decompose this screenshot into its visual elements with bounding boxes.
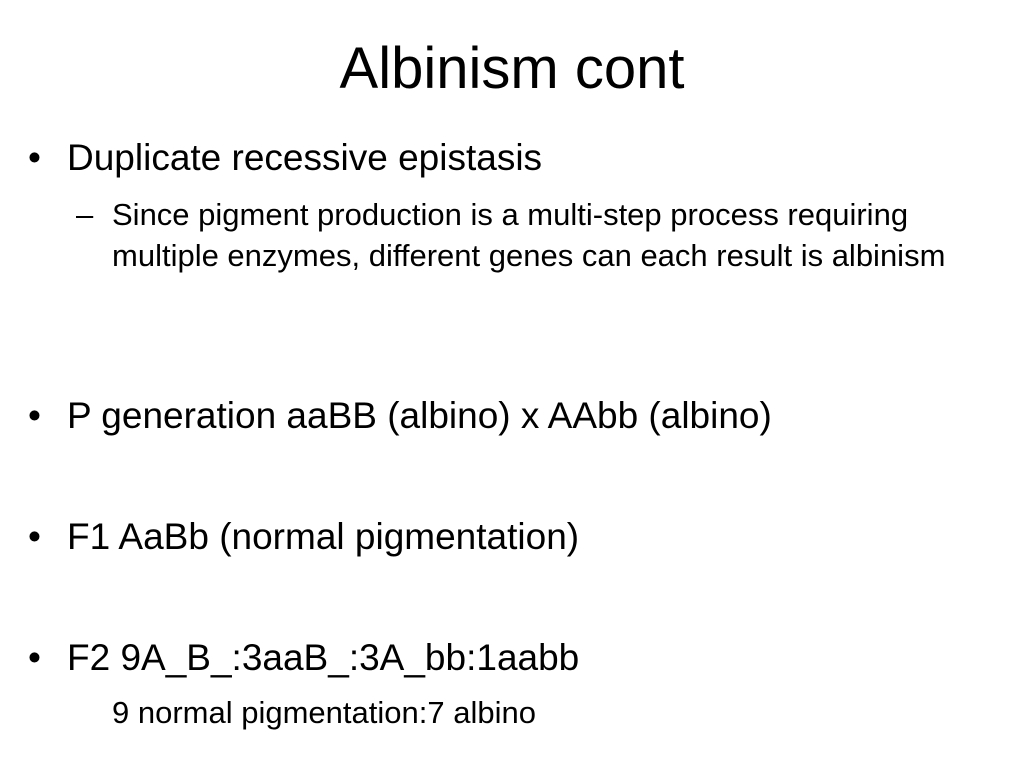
bullet-marker: •	[28, 637, 41, 678]
slide-title: Albinism cont	[339, 36, 685, 101]
bullet-text: Duplicate recessive epistasis	[67, 137, 543, 178]
bullet-marker: •	[28, 137, 41, 178]
bullet-marker: •	[28, 395, 41, 436]
f2-ratio-note: 9 normal pigmentation:7 albino	[112, 695, 536, 730]
bullet-marker: •	[28, 516, 41, 557]
sub-bullet-pigment-production: – Since pigment production is a multi-st…	[76, 194, 996, 276]
sub-bullet-marker: –	[76, 197, 94, 232]
sub-bullet-text: Since pigment production is a multi-step…	[112, 197, 946, 273]
bullet-text: P generation aaBB (albino) x AAbb (albin…	[67, 395, 772, 436]
bullet-text: F2 9A_B_:3aaB_:3A_bb:1aabb	[67, 637, 580, 678]
bullet-text: F1 AaBb (normal pigmentation)	[67, 516, 580, 557]
